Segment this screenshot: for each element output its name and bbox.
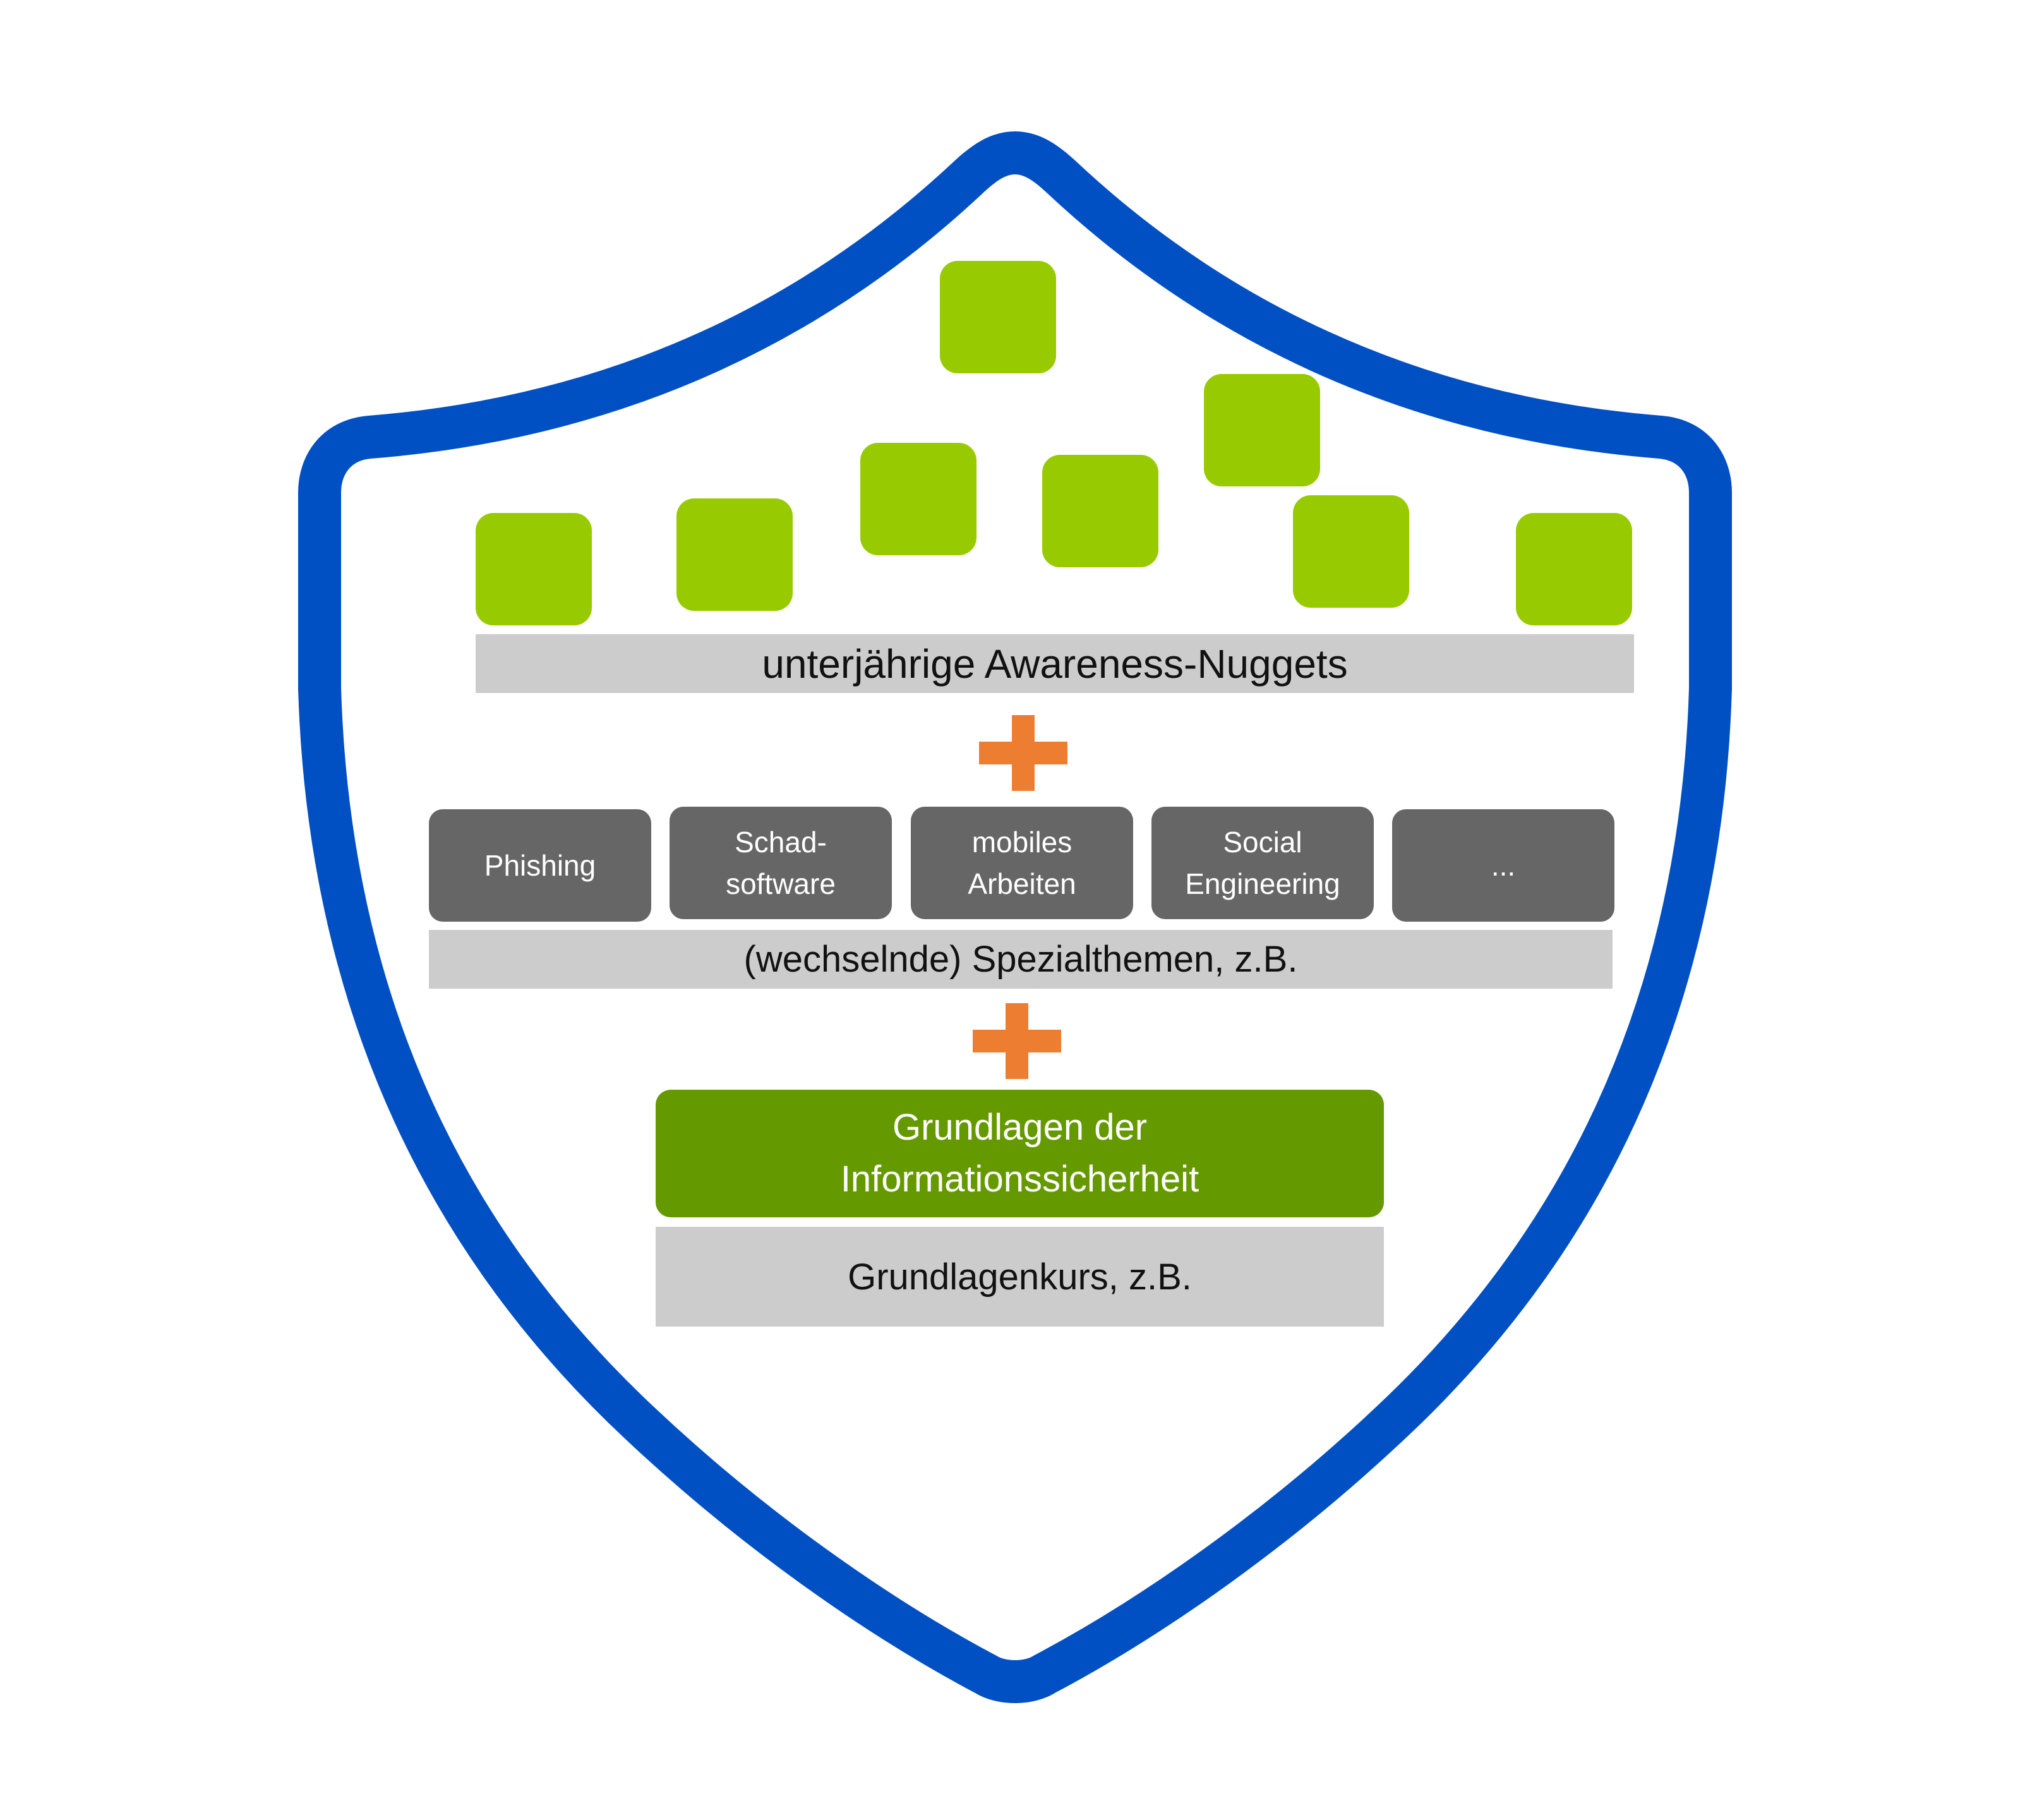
- nugget-block: [1293, 495, 1409, 608]
- topic-label: mobiles Arbeiten: [968, 826, 1076, 900]
- basics-course-box: Grundlagen der Informationssicherheit: [656, 1090, 1384, 1217]
- nugget-block: [940, 261, 1056, 373]
- topic-phishing: Phishing: [429, 809, 651, 922]
- special-topics-label-band: (wechselnde) Spezialthemen, z.B.: [429, 930, 1613, 989]
- topic-label: Social Engineering: [1185, 826, 1340, 900]
- nugget-block: [676, 498, 793, 611]
- topic-schadsoftware: Schad- software: [670, 807, 892, 919]
- nugget-block: [1042, 455, 1158, 567]
- plus-icon: [973, 1003, 1061, 1079]
- topic-label: Schad- software: [726, 826, 836, 900]
- shield-outline: [298, 131, 1732, 1703]
- nugget-block: [476, 513, 592, 625]
- topic-mobiles-arbeiten: mobiles Arbeiten: [911, 807, 1133, 919]
- topic-social-engineering: Social Engineering: [1151, 807, 1374, 919]
- nuggets-label: unterjährige Awareness-Nuggets: [762, 641, 1348, 687]
- basics-label-band: Grundlagenkurs, z.B.: [656, 1227, 1384, 1327]
- nuggets-label-band: unterjährige Awareness-Nuggets: [476, 634, 1634, 693]
- topic-more: ...: [1392, 809, 1614, 922]
- basics-course-title: Grundlagen der Informationssicherheit: [840, 1107, 1199, 1200]
- nugget-block: [1516, 513, 1632, 625]
- nugget-block: [860, 443, 976, 555]
- basics-label: Grundlagenkurs, z.B.: [848, 1256, 1192, 1298]
- special-topics-label: (wechselnde) Spezialthemen, z.B.: [743, 939, 1298, 980]
- topic-label: Phishing: [484, 849, 596, 882]
- nugget-block: [1204, 374, 1320, 486]
- plus-icon: [979, 715, 1067, 791]
- topic-label: ...: [1491, 849, 1516, 882]
